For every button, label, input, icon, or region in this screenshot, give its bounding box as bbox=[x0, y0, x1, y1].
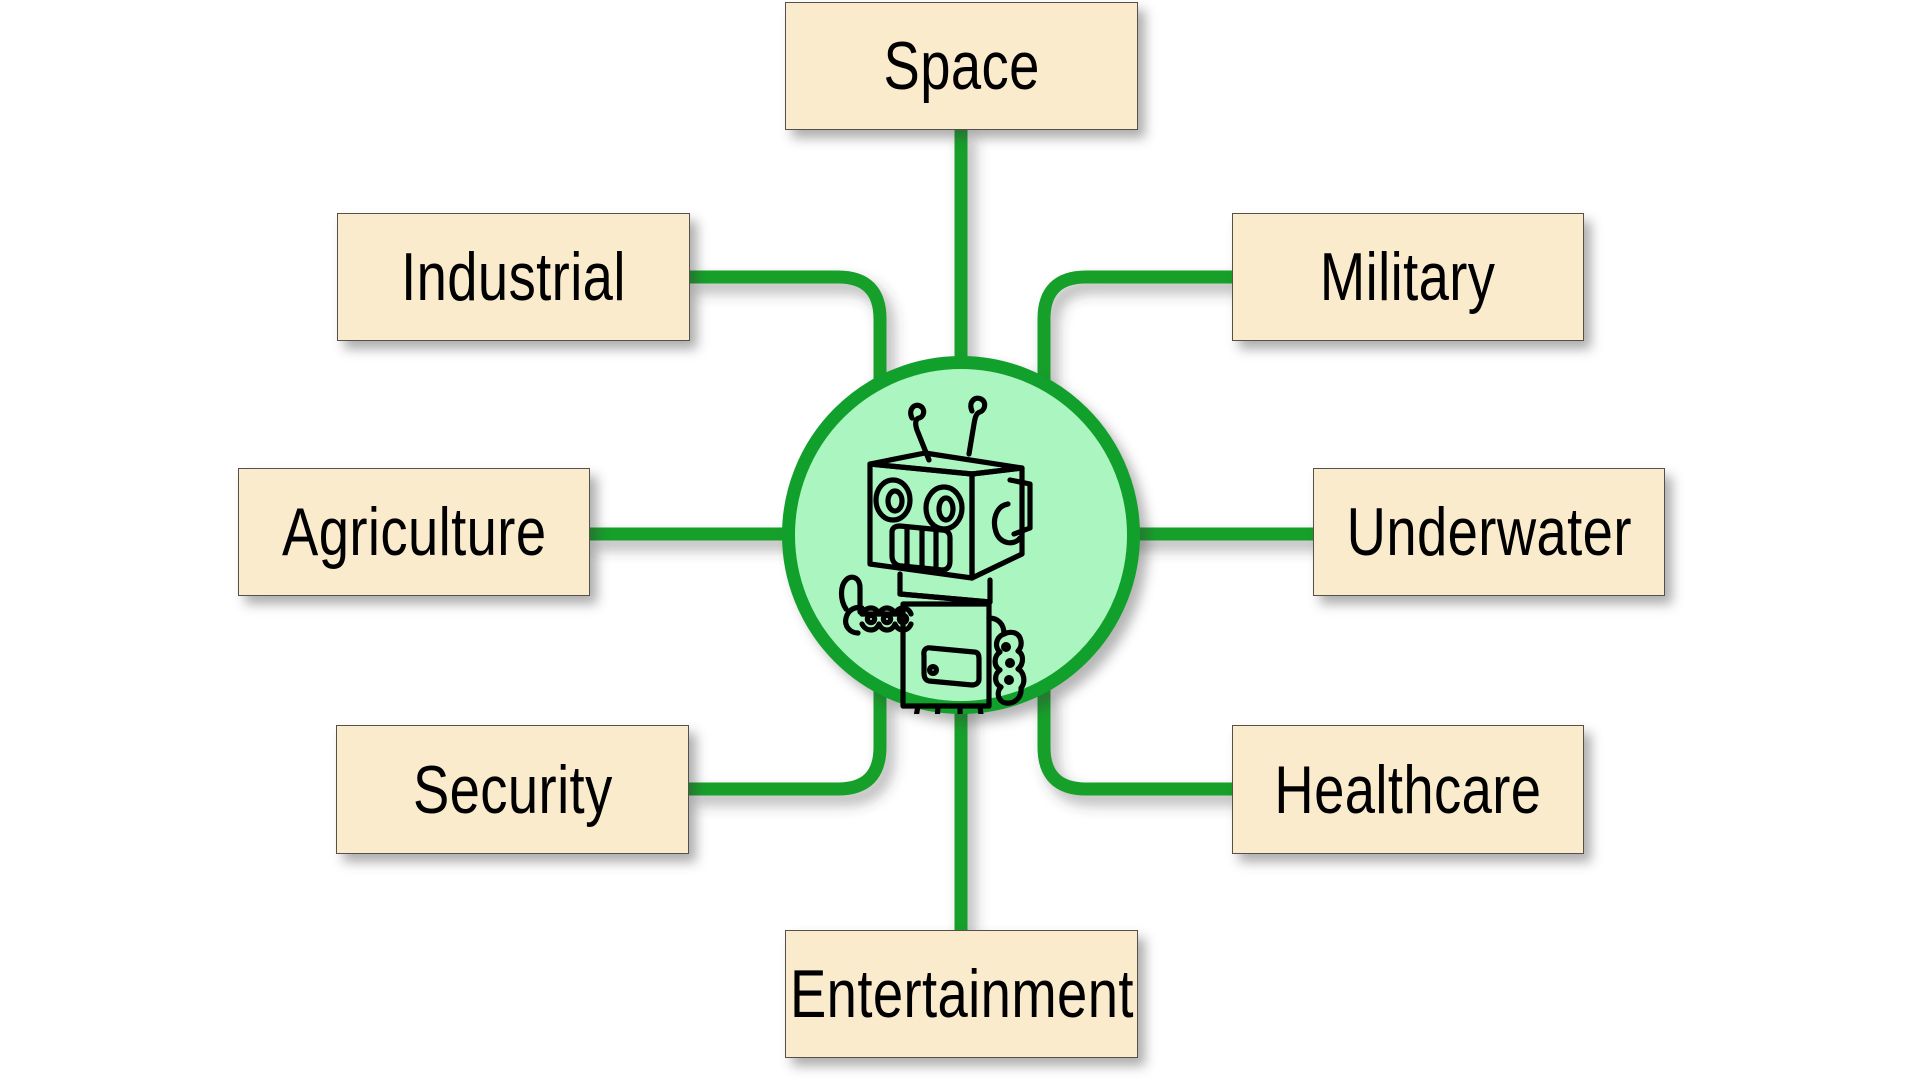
node-label-industrial: Industrial bbox=[401, 239, 626, 315]
robot-icon bbox=[838, 395, 1033, 714]
node-underwater[interactable]: Underwater bbox=[1313, 468, 1665, 596]
node-industrial[interactable]: Industrial bbox=[337, 213, 690, 341]
node-label-healthcare: Healthcare bbox=[1274, 751, 1542, 828]
edge-military bbox=[1037, 270, 1234, 380]
node-label-entertainment: Entertainment bbox=[789, 956, 1134, 1032]
node-label-agriculture: Agriculture bbox=[281, 494, 547, 570]
node-label-space: Space bbox=[883, 28, 1040, 104]
node-space[interactable]: Space bbox=[785, 2, 1138, 130]
node-military[interactable]: Military bbox=[1232, 213, 1584, 341]
edge-industrial bbox=[688, 270, 887, 380]
edge-security bbox=[688, 690, 887, 796]
node-healthcare[interactable]: Healthcare bbox=[1232, 725, 1584, 854]
node-entertainment[interactable]: Entertainment bbox=[785, 930, 1138, 1058]
node-label-security: Security bbox=[412, 751, 613, 828]
robot-hub[interactable] bbox=[782, 356, 1140, 714]
node-agriculture[interactable]: Agriculture bbox=[238, 468, 590, 596]
edge-healthcare bbox=[1037, 690, 1234, 796]
node-label-underwater: Underwater bbox=[1346, 494, 1632, 570]
node-security[interactable]: Security bbox=[336, 725, 689, 854]
node-label-military: Military bbox=[1320, 239, 1496, 315]
